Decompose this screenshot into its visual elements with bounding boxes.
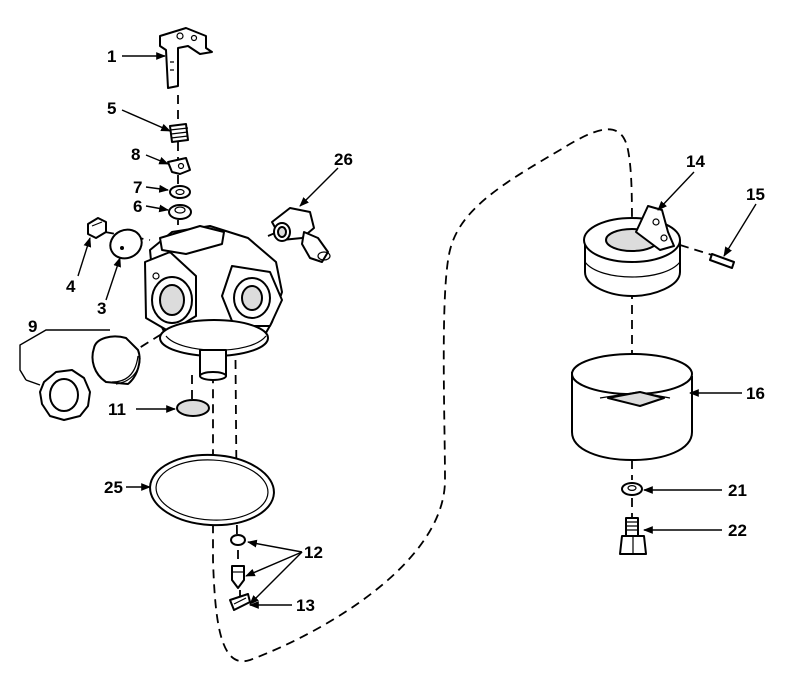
needle-clip — [229, 593, 251, 611]
disk — [176, 399, 210, 417]
bowl-washer — [621, 482, 643, 496]
bowl-nut — [619, 517, 647, 555]
primer-retainer — [39, 369, 91, 421]
callout-8: 8 — [131, 145, 140, 164]
screw — [87, 217, 107, 239]
callout-9: 9 — [28, 317, 37, 336]
callout-5: 5 — [107, 99, 116, 118]
callout-4: 4 — [66, 277, 76, 296]
clip — [167, 157, 191, 175]
carburetor-body — [144, 225, 283, 381]
callout-13: 13 — [296, 596, 315, 615]
callout-26: 26 — [334, 150, 353, 169]
washer-7 — [169, 185, 191, 199]
leader-lines — [19, 52, 757, 609]
callout-3: 3 — [97, 299, 106, 318]
callout-14: 14 — [686, 152, 705, 171]
callout-labels: 1 3 4 5 6 7 8 9 11 12 13 14 15 16 21 22 … — [28, 47, 765, 615]
callout-25: 25 — [104, 478, 123, 497]
fuel-fitting — [271, 207, 331, 263]
callout-6: 6 — [133, 197, 142, 216]
callout-15: 15 — [746, 185, 765, 204]
fuel-bowl — [571, 353, 693, 461]
callout-22: 22 — [728, 521, 747, 540]
seal-6 — [168, 204, 192, 220]
primer-bulb — [91, 335, 141, 385]
needle-seat — [230, 534, 246, 589]
callout-7: 7 — [133, 178, 142, 197]
throttle-shaft — [159, 27, 213, 89]
callout-1: 1 — [107, 47, 116, 66]
throttle-plate — [109, 228, 143, 260]
spring — [169, 123, 189, 143]
callout-11: 11 — [108, 400, 126, 419]
hinge-pin — [709, 253, 735, 269]
callout-16: 16 — [746, 384, 765, 403]
callout-12: 12 — [304, 543, 323, 562]
callout-21: 21 — [728, 481, 747, 500]
float — [583, 205, 681, 297]
o-ring — [149, 453, 275, 527]
